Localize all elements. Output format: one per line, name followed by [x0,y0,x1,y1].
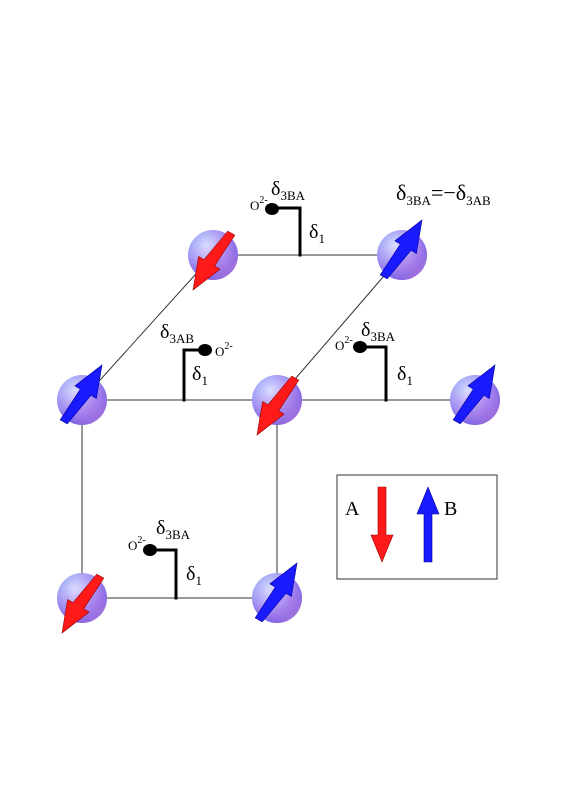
oxygen-atom [198,344,212,356]
oxygen-label: O2- [250,195,268,213]
bracket-top [271,206,302,257]
delta-1-label: δ1 [309,221,325,246]
oxygen-atom [143,544,157,556]
bracket-mid-right [358,345,388,402]
delta-3ba-label: δ3BA [271,178,306,203]
spin-b-arrow [452,364,496,425]
oxygen-brackets [148,206,388,600]
lattice-bond [276,254,403,401]
legend-label-b: B [444,498,457,520]
spin-b-arrow [379,219,423,280]
legend-box [336,474,498,580]
label-mid-right: O2- δ3BA δ1 [335,319,413,388]
bracket-mid-left [182,348,206,402]
delta-3ba-label: δ3BA [361,319,396,344]
spin-b-arrow [59,364,103,425]
oxygen-atom [265,203,279,215]
legend-arrow-a [370,486,394,563]
spin-arrows [59,219,496,634]
lattice-lines [81,254,475,600]
delta-1-label: δ1 [192,363,208,388]
label-mid-left: δ3AB O2- δ1 [160,321,233,388]
legend-arrow-b [416,486,440,563]
label-top: O2- δ3BA δ1 [250,178,325,246]
legend-label-a: A [345,498,360,520]
equation: δ3BA=−δ3AB [396,180,491,208]
oxygen-label: O2- [128,535,146,553]
oxygen-label: O2- [335,335,353,353]
oxygen-atoms [143,203,367,556]
spin-b-arrow [254,562,298,623]
bracket-bottom [148,548,178,600]
delta-1-label: δ1 [397,363,413,388]
lattice-bond [81,254,214,401]
delta-3ab-label: δ3AB [160,321,194,346]
spin-a-arrow [192,230,236,291]
oxygen-label: O2- [215,341,233,359]
label-bottom: O2- δ3BA δ1 [128,517,202,588]
delta-1-label: δ1 [186,563,202,588]
delta-3ba-label: δ3BA [156,517,191,542]
oxygen-atom [353,341,367,353]
legend: A B [336,474,498,580]
spin-a-arrow [256,375,300,436]
equation-lhs: δ3BA=−δ3AB [396,180,491,208]
spin-a-arrow [61,573,105,634]
